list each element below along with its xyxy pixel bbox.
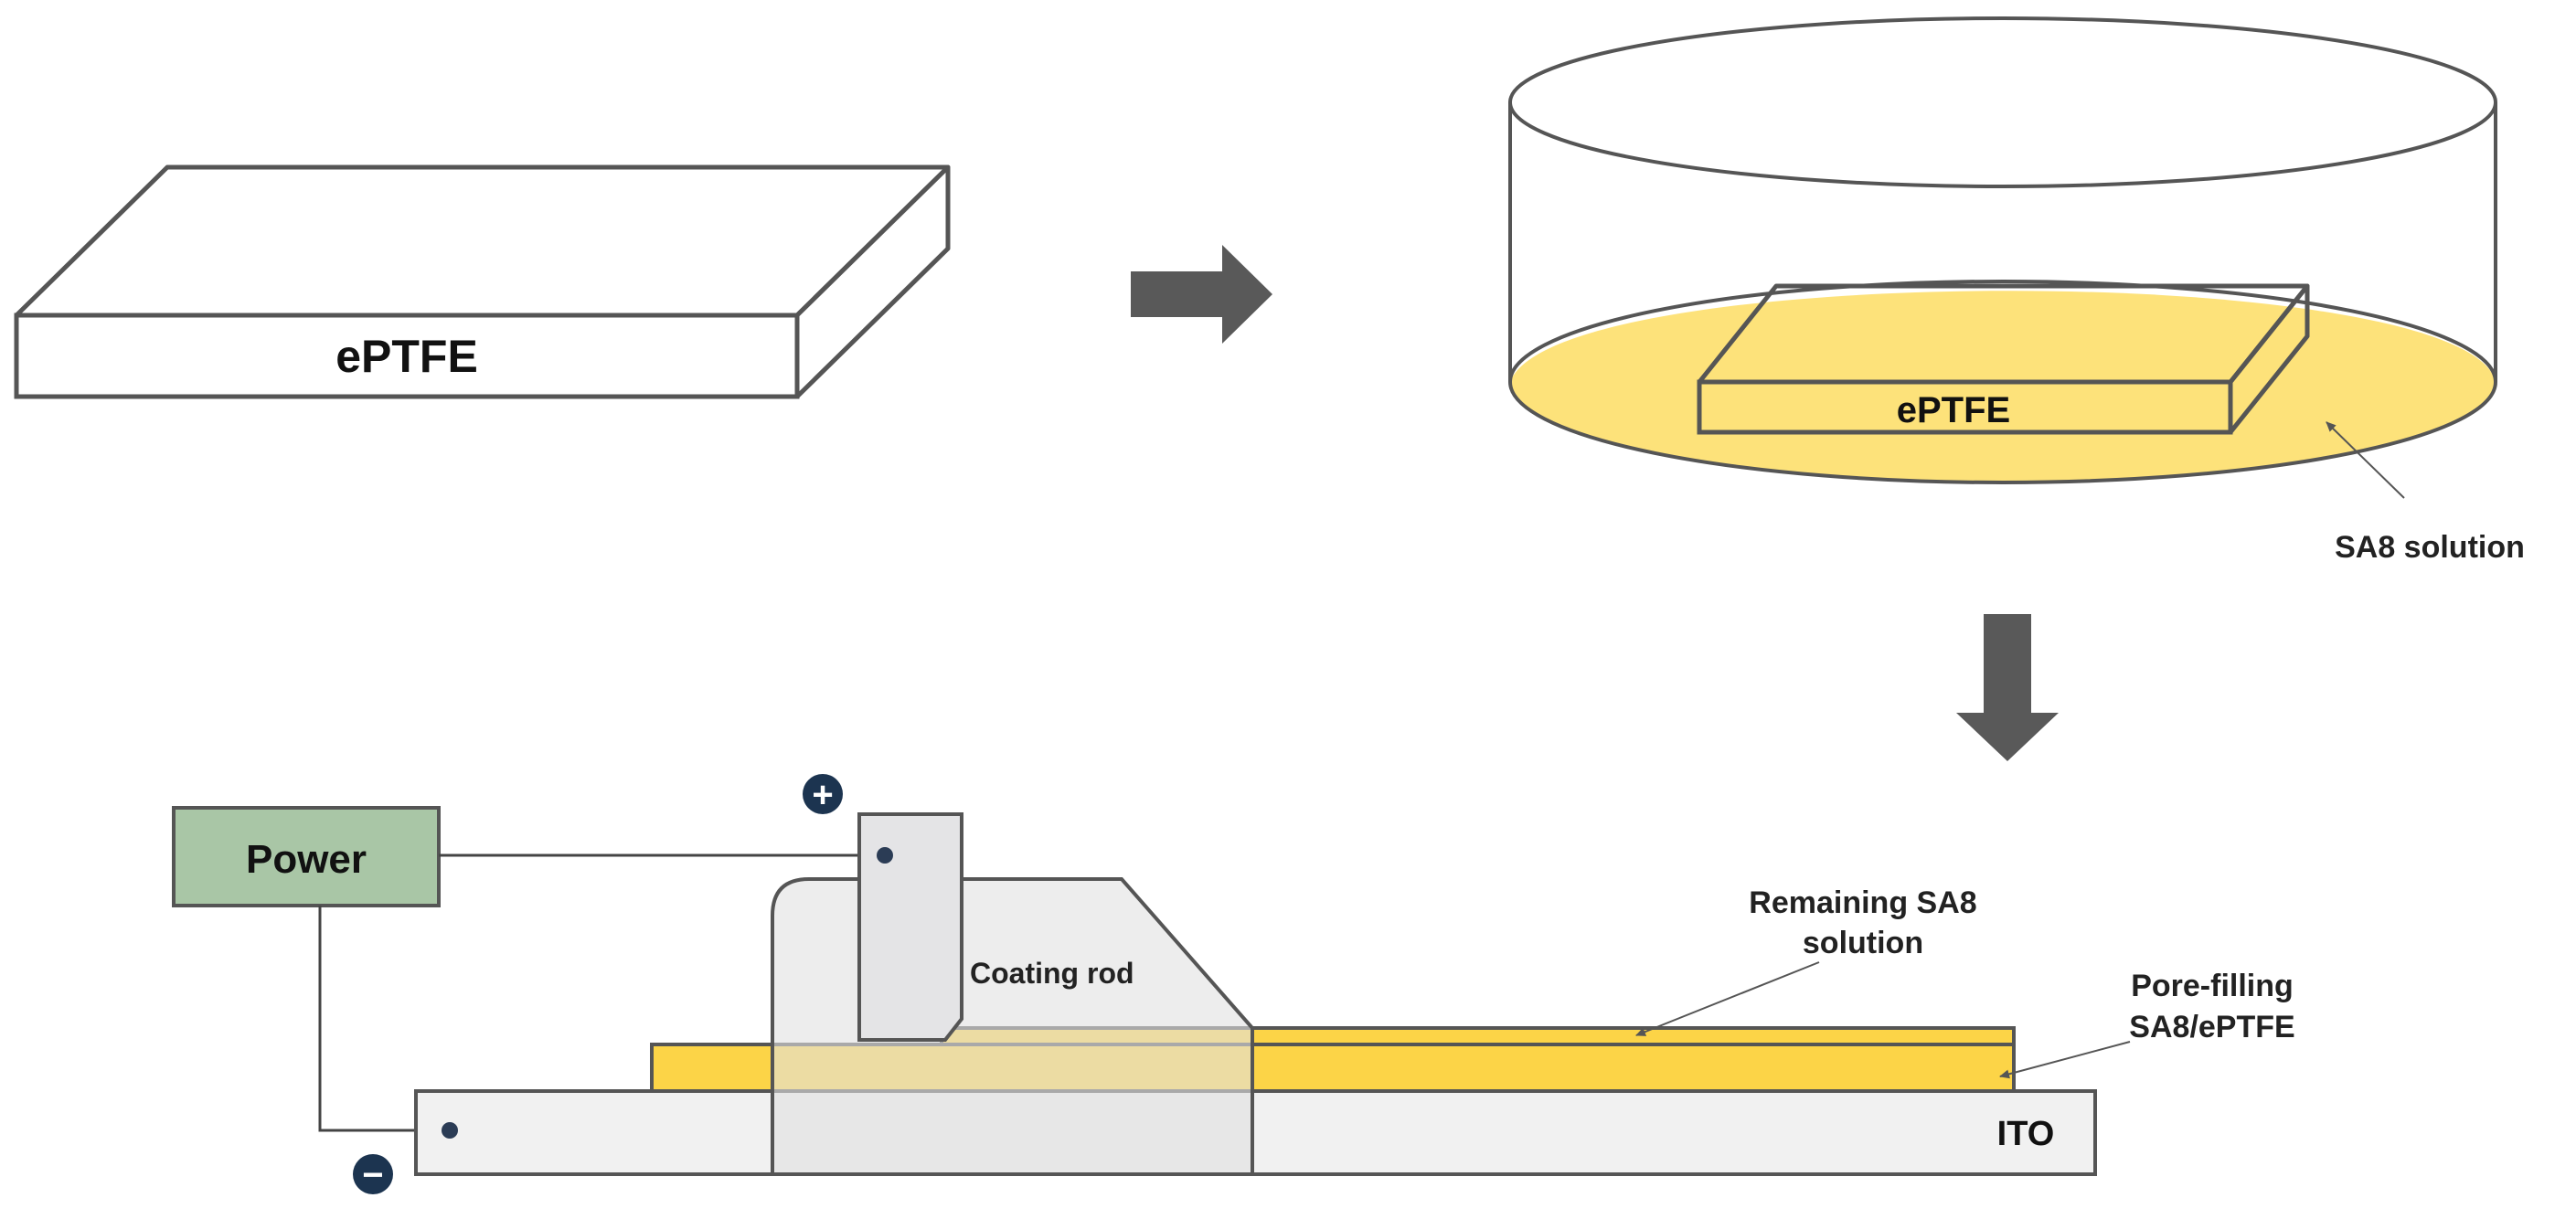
sa8-solution-label: SA8 solution bbox=[2335, 530, 2525, 565]
coating-rod-label: Coating rod bbox=[970, 957, 1134, 990]
eptfe-sheet-front bbox=[14, 313, 800, 399]
power-label: Power bbox=[246, 837, 367, 882]
pore-filling-callout: Pore-filling SA8/ePTFE bbox=[1999, 969, 2295, 1079]
eptfe-sheet: ePTFE bbox=[14, 164, 951, 399]
eptfe-in-dish: ePTFE bbox=[1697, 283, 2310, 435]
remaining-line1: Remaining SA8 bbox=[1749, 885, 1976, 920]
remaining-leader bbox=[1635, 961, 1820, 1036]
ito-label: ITO bbox=[1997, 1115, 2055, 1153]
remaining-solution-callout: Remaining SA8 solution bbox=[1635, 885, 1977, 1036]
coating-rod-housing bbox=[771, 877, 1254, 1176]
down-arrow-icon bbox=[1956, 614, 2059, 761]
eptfe-dish-label: ePTFE bbox=[1897, 390, 2010, 430]
rod-electrode bbox=[857, 812, 963, 1042]
sa8-solution-callout: SA8 solution bbox=[2326, 421, 2525, 565]
right-arrow-icon bbox=[1131, 245, 1272, 344]
minus-terminal-icon: − bbox=[353, 1154, 393, 1195]
pore-leader bbox=[1999, 1041, 2131, 1079]
negative-wire bbox=[318, 906, 450, 1132]
negative-contact-dot bbox=[442, 1122, 458, 1139]
plus-sign: + bbox=[812, 775, 833, 815]
positive-contact-dot bbox=[877, 847, 893, 864]
dish-bottom-front bbox=[1508, 381, 2497, 484]
eptfe-sheet-top bbox=[14, 164, 951, 318]
ito-substrate bbox=[414, 1089, 2097, 1176]
remaining-line2: solution bbox=[1803, 926, 1923, 960]
eptfe-dish-front bbox=[1697, 379, 2233, 435]
petri-dish bbox=[1508, 16, 2497, 484]
pore-line1: Pore-filling bbox=[2131, 969, 2294, 1003]
dish-solution bbox=[1510, 291, 2496, 482]
minus-sign: − bbox=[362, 1155, 383, 1195]
plus-terminal-icon: + bbox=[803, 774, 843, 815]
power-supply: Power bbox=[172, 806, 441, 907]
eptfe-sheet-label: ePTFE bbox=[335, 331, 478, 382]
dish-bottom-rim bbox=[1508, 280, 2497, 383]
pore-line2: SA8/ePTFE bbox=[2129, 1010, 2294, 1044]
sa8-solution-leader bbox=[2326, 421, 2405, 499]
dish-top-rim bbox=[1508, 16, 2497, 188]
